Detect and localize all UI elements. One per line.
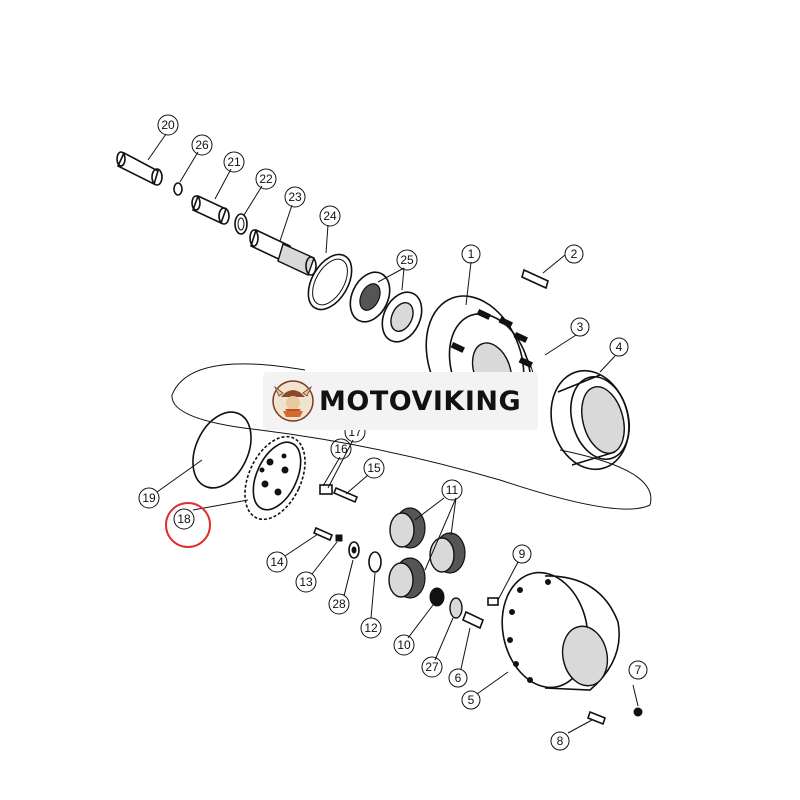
svg-text:18: 18 xyxy=(177,512,191,526)
part-15-bolt xyxy=(332,486,359,504)
svg-text:26: 26 xyxy=(195,138,209,152)
svg-text:10: 10 xyxy=(397,638,411,652)
part-7-bolt xyxy=(633,707,643,717)
part-8-bolt xyxy=(587,710,606,726)
part-6-pin xyxy=(461,610,485,630)
svg-text:28: 28 xyxy=(332,597,346,611)
svg-text:19: 19 xyxy=(142,491,156,505)
callout-7: 7 xyxy=(628,660,648,680)
part-10-bearing xyxy=(429,587,445,607)
svg-text:7: 7 xyxy=(635,663,642,677)
part-12-washer xyxy=(368,551,382,573)
part-13-pin xyxy=(335,534,343,542)
part-25-bearings xyxy=(349,271,423,343)
part-2-stud xyxy=(521,268,549,290)
part-5-housing xyxy=(501,571,620,691)
svg-text:22: 22 xyxy=(259,172,273,186)
svg-text:23: 23 xyxy=(288,190,302,204)
svg-text:27: 27 xyxy=(425,660,439,674)
svg-text:24: 24 xyxy=(323,209,337,223)
part-27-spacer xyxy=(449,597,463,619)
part-loop-o-ring xyxy=(171,363,652,510)
callout-9: 9 xyxy=(512,544,532,564)
callout-15: 15 xyxy=(363,457,385,479)
callout-10: 10 xyxy=(393,634,415,656)
callout-27: 27 xyxy=(421,656,443,678)
callout-26: 26 xyxy=(191,134,213,156)
callout-22: 22 xyxy=(255,168,277,190)
part-22-seal xyxy=(234,213,248,235)
part-14-bolt xyxy=(312,526,334,542)
watermark-brand-text: MOTOVIKING xyxy=(319,385,522,417)
svg-text:2: 2 xyxy=(571,247,578,261)
part-4-ring-gear xyxy=(550,369,630,471)
part-28-washer xyxy=(348,541,360,559)
callouts: 20 26 21 22 23 24 25 1 2 3 4 17 16 15 19… xyxy=(138,114,648,751)
svg-text:15: 15 xyxy=(367,461,381,475)
svg-text:8: 8 xyxy=(557,734,564,748)
callout-19: 19 xyxy=(138,487,160,509)
svg-text:11: 11 xyxy=(446,483,459,497)
callout-4: 4 xyxy=(609,337,629,357)
svg-text:13: 13 xyxy=(299,575,313,589)
part-18-sun-gear xyxy=(244,435,306,521)
leader-lines xyxy=(147,133,639,734)
callout-6: 6 xyxy=(448,668,468,688)
svg-text:12: 12 xyxy=(364,621,378,635)
callout-12: 12 xyxy=(360,617,382,639)
part-9-bolt xyxy=(487,597,499,606)
callout-24: 24 xyxy=(319,205,341,227)
watermark-banner: MOTOVIKING xyxy=(263,372,538,430)
callout-14: 14 xyxy=(266,551,288,573)
part-20-sleeve xyxy=(116,151,163,186)
callout-16: 16 xyxy=(330,438,352,460)
callout-23: 23 xyxy=(284,186,306,208)
callout-18-highlight xyxy=(165,502,211,548)
callout-25: 25 xyxy=(396,249,418,271)
svg-text:6: 6 xyxy=(455,671,462,685)
part-11-planet-gears xyxy=(388,507,466,599)
svg-text:3: 3 xyxy=(577,320,584,334)
callout-18: 18 xyxy=(173,508,195,530)
svg-text:25: 25 xyxy=(400,253,414,267)
callout-21: 21 xyxy=(223,151,245,173)
svg-text:9: 9 xyxy=(519,547,526,561)
callout-3: 3 xyxy=(570,317,590,337)
callout-1: 1 xyxy=(461,244,481,264)
svg-text:14: 14 xyxy=(270,555,284,569)
svg-text:21: 21 xyxy=(227,155,241,169)
svg-text:16: 16 xyxy=(334,442,348,456)
part-23-splined-shaft xyxy=(249,228,317,276)
part-24-snap-ring xyxy=(307,253,353,311)
svg-text:5: 5 xyxy=(468,693,475,707)
callout-8: 8 xyxy=(550,731,570,751)
callout-5: 5 xyxy=(461,690,481,710)
part-16-bolt xyxy=(319,484,333,495)
svg-text:4: 4 xyxy=(616,340,623,354)
callout-13: 13 xyxy=(295,571,317,593)
part-26-ring xyxy=(173,182,183,196)
viking-logo-icon xyxy=(272,380,314,422)
callout-2: 2 xyxy=(564,244,584,264)
svg-text:1: 1 xyxy=(468,247,475,261)
callout-28: 28 xyxy=(328,593,350,615)
part-19-o-ring xyxy=(192,411,252,489)
callout-11: 11 xyxy=(441,479,463,501)
part-21-bushing xyxy=(191,194,230,225)
svg-text:20: 20 xyxy=(161,118,175,132)
callout-20: 20 xyxy=(157,114,179,136)
